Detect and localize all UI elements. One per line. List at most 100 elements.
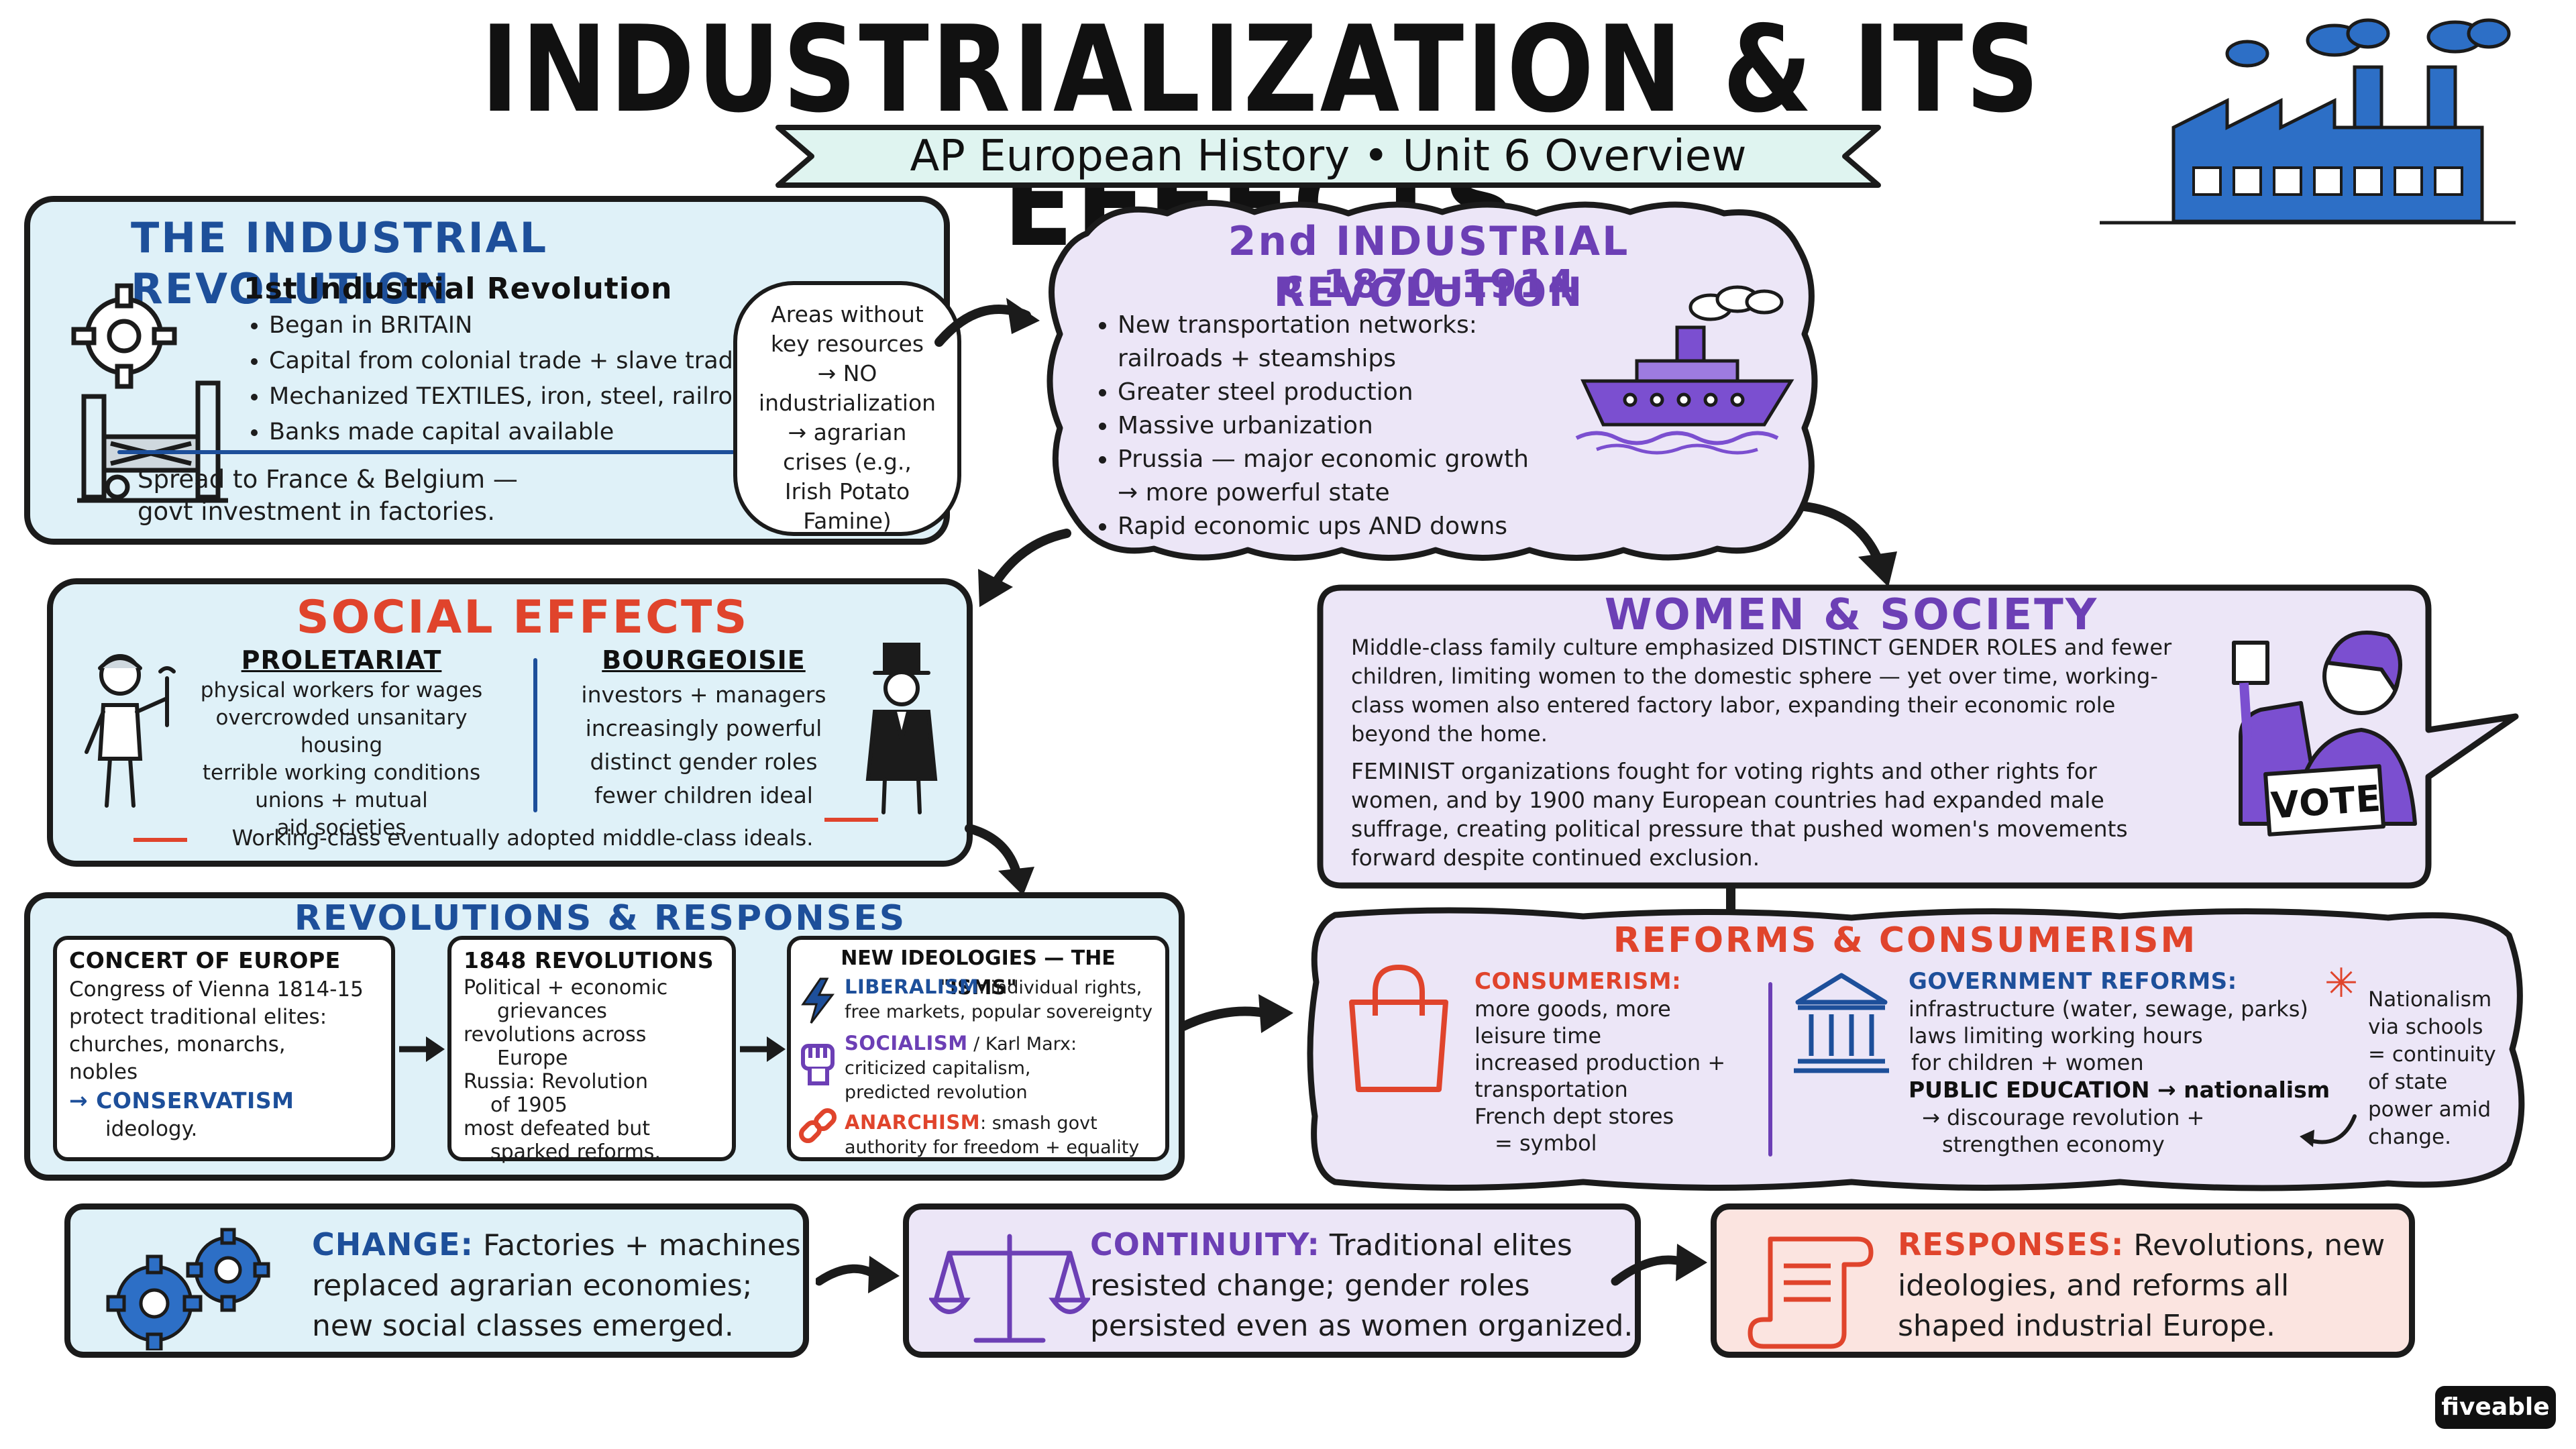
social-effects-footer: Working-class eventually adopted middle-… <box>231 825 814 851</box>
callout-line: industrialization <box>758 390 936 416</box>
list-item: Banks made capital available <box>269 415 795 450</box>
list-item: laws limiting working hours <box>1909 1023 2203 1049</box>
reforms-consumerism-title: REFORMS & CONSUMERISM <box>1613 920 2198 961</box>
callout-line: Irish Potato <box>784 478 910 504</box>
list-item: physical workers for wages <box>200 678 483 702</box>
list-item: more goods, more <box>1474 996 1671 1022</box>
list-item: unions + mutual <box>255 788 428 812</box>
liberalism-text: : individual rights, <box>978 977 1142 998</box>
callout-line: → agrarian <box>788 419 907 445</box>
industrial-revolution-card: THE INDUSTRIAL REVOLUTION 1st Industrial… <box>24 196 961 545</box>
list-item: French dept stores <box>1474 1104 1674 1129</box>
liberalism-label: LIBERALISM <box>845 975 979 998</box>
women-para-1: Middle-class family culture emphasized D… <box>1351 635 2172 747</box>
banner-shape <box>775 125 1881 188</box>
industrial-revolution-title: THE INDUSTRIAL REVOLUTION <box>131 213 549 313</box>
cloud-shape <box>1046 200 1818 561</box>
note-line: Nationalism <box>2368 987 2492 1012</box>
arrow-icon <box>1178 979 1299 1046</box>
women-para-2: FEMINIST organizations fought for voting… <box>1351 758 2128 871</box>
continuity-card: CONTINUITY: Traditional elites resisted … <box>903 1203 1641 1358</box>
rev1848-line: most defeated but <box>464 1117 651 1140</box>
concert-of-europe-box: CONCERT OF EUROPE Congress of Vienna 181… <box>53 936 395 1161</box>
arrow-icon <box>398 1032 446 1066</box>
list-item: transportation <box>1474 1077 1628 1102</box>
responses-line: shaped industrial Europe. <box>1898 1309 2275 1343</box>
anarchism-entry: ANARCHISM: smash govt authority for free… <box>845 1110 1167 1160</box>
second-revolution-title: 2nd INDUSTRIAL REVOLUTION <box>1228 218 1630 316</box>
list-item: → discourage revolution + <box>1922 1105 2205 1130</box>
socialism-entry: SOCIALISM / Karl Marx: criticized capita… <box>845 1031 1167 1105</box>
note-line: = continuity <box>2368 1042 2496 1067</box>
isms-title: NEW IDEOLOGIES — THE "ISMS" <box>841 947 1116 1000</box>
asterisk-icon: ✳ <box>2324 960 2359 1007</box>
footer-dash <box>824 818 878 822</box>
note-line: of state <box>2368 1070 2448 1094</box>
revolutions-1848-box: 1848 REVOLUTIONS Political + economic gr… <box>447 936 736 1164</box>
vote-sign-text: VOTE <box>2269 777 2383 827</box>
change-line: replaced agrarian economies; <box>312 1269 753 1303</box>
second-revolution-card: 2nd INDUSTRIAL REVOLUTION c.1870–1914 Ne… <box>1033 193 1825 569</box>
consumerism-list: more goods, more leisure time increased … <box>1474 996 1770 1157</box>
proletariat-list: physical workers for wages overcrowded u… <box>180 677 502 842</box>
women-society-card: WOMEN & SOCIETY Middle-class family cult… <box>1315 582 2522 891</box>
spread-note: Spread to France & Belgium — govt invest… <box>138 464 688 528</box>
anarchism-label: ANARCHISM <box>845 1111 981 1134</box>
list-item: aid societies <box>276 816 407 840</box>
rev1848-line: Political + economic <box>464 976 668 1000</box>
list-item: Rapid economic ups AND downs <box>1118 510 1603 543</box>
list-item: overcrowded unsanitary <box>215 706 468 730</box>
socialism-text: predicted revolution <box>845 1082 1028 1103</box>
steamship-icon <box>1570 280 1798 455</box>
list-item: increasingly powerful <box>585 715 822 741</box>
list-item: increased production + <box>1474 1050 1726 1075</box>
resources-callout: Areas without key resources → NO industr… <box>733 281 961 536</box>
socialism-text: criticized capitalism, <box>845 1058 1031 1079</box>
change-card: CHANGE: Factories + machines replaced ag… <box>64 1203 809 1358</box>
list-item: New transportation networks: <box>1118 309 1603 342</box>
concert-line: nobles <box>69 1060 138 1084</box>
nationalism-note: Nationalism via schools = continuity of … <box>2368 986 2516 1151</box>
spread-line: govt investment in factories. <box>138 497 495 526</box>
rev1848-line: revolutions across <box>464 1023 647 1046</box>
concert-line: ideology. <box>105 1117 198 1141</box>
footer-dash <box>133 838 187 842</box>
arrow-icon <box>959 523 1073 610</box>
continuity-label: CONTINUITY: <box>1090 1226 1320 1263</box>
list-item: investors + managers <box>581 682 826 708</box>
list-item: distinct gender roles <box>590 749 818 775</box>
women-society-title: WOMEN & SOCIETY <box>1604 590 2099 640</box>
second-revolution-dates: c.1870–1914 <box>1281 261 1577 307</box>
social-effects-title: SOCIAL EFFECTS <box>296 591 749 644</box>
government-reforms-title: GOVERNMENT REFORMS: <box>1909 968 2237 995</box>
responses-line: ideologies, and reforms all <box>1898 1269 2290 1303</box>
wavy-shape <box>1307 907 2525 1191</box>
list-item: terrible working conditions <box>202 761 481 785</box>
callout-line: key resources <box>770 331 924 357</box>
fist-small-icon <box>798 1039 838 1086</box>
social-effects-card: SOCIAL EFFECTS PROLETARIAT physical work… <box>47 578 973 867</box>
socialism-label: SOCIALISM <box>845 1032 968 1055</box>
scales-icon <box>928 1223 1091 1350</box>
anarchism-text: authority for freedom + equality <box>845 1137 1140 1158</box>
change-line: new social classes emerged. <box>312 1309 734 1343</box>
rev1848-line: Europe <box>497 1046 568 1070</box>
list-item-continued: railroads + steamships <box>1118 345 1396 372</box>
arrow-icon <box>1610 1234 1711 1295</box>
change-line: Factories + machines <box>482 1228 801 1263</box>
continuity-line: persisted even as women organized. <box>1090 1309 1633 1343</box>
rev1848-line: sparked reforms. <box>490 1140 661 1164</box>
rev1848-line: grievances <box>497 1000 607 1023</box>
continuity-text: CONTINUITY: Traditional elites resisted … <box>1090 1224 1640 1346</box>
spread-line: Spread to France & Belgium — <box>138 465 518 494</box>
change-label: CHANGE: <box>312 1226 474 1263</box>
public-education-heading: PUBLIC EDUCATION → nationalism <box>1909 1077 2330 1103</box>
list-item: infrastructure (water, sewage, parks) <box>1909 996 2308 1022</box>
page-title: INDUSTRIALIZATION & ITS EFFECTS <box>480 0 2042 273</box>
gears-icon <box>84 1223 299 1352</box>
chain-icon <box>798 1105 838 1152</box>
list-item-continued: → more powerful state <box>1118 479 1390 506</box>
gear-icon <box>64 276 184 396</box>
note-line: via schools <box>2368 1015 2483 1039</box>
conservatism-label: → CONSERVATISM <box>69 1087 294 1114</box>
